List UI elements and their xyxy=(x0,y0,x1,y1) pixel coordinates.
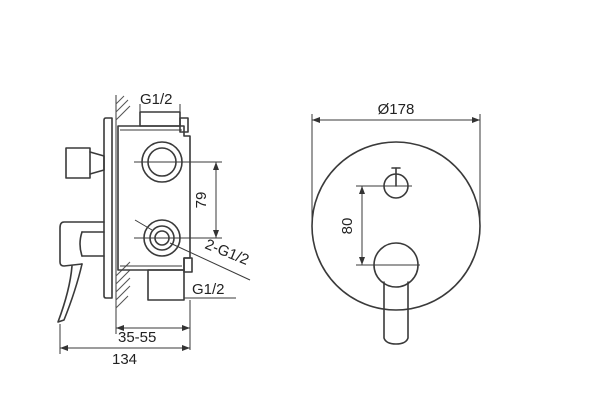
label-height-80: 80 xyxy=(339,218,356,235)
dimension-inlet-bottom: G1/2 xyxy=(184,281,236,299)
dimension-diameter: Ø178 xyxy=(311,101,481,226)
diverter-knob-side xyxy=(65,147,105,179)
label-diameter: Ø178 xyxy=(378,101,415,118)
label-total-depth: 134 xyxy=(112,351,137,368)
cover-plate-side xyxy=(103,117,113,299)
front-view: Ø178 80 xyxy=(311,101,481,345)
dimension-total-depth: 134 xyxy=(59,324,190,368)
valve-body xyxy=(117,111,193,301)
side-view: G1/2 79 2-G1/2 G1/2 35-55 xyxy=(57,91,252,368)
dimension-height-79: 79 xyxy=(186,161,222,239)
wall-hatching xyxy=(115,95,131,309)
dimension-outlets: 2-G1/2 xyxy=(169,236,252,281)
label-inlet-bottom: G1/2 xyxy=(192,281,225,298)
lever-handle-side xyxy=(57,221,105,323)
label-depth-range: 35-55 xyxy=(118,329,156,346)
label-inlet-top: G1/2 xyxy=(140,91,173,108)
outlet-port-bottom xyxy=(134,219,198,257)
diverter-knob-front xyxy=(356,167,412,199)
lever-handle-front xyxy=(356,242,420,345)
outlet-port-top xyxy=(134,141,198,183)
label-height-79: 79 xyxy=(193,192,210,209)
dimension-depth-range: 35-55 xyxy=(115,300,191,350)
dimension-inlet-top: G1/2 xyxy=(139,91,181,112)
label-outlets: 2-G1/2 xyxy=(203,236,252,269)
dimension-height-80: 80 xyxy=(339,186,365,265)
